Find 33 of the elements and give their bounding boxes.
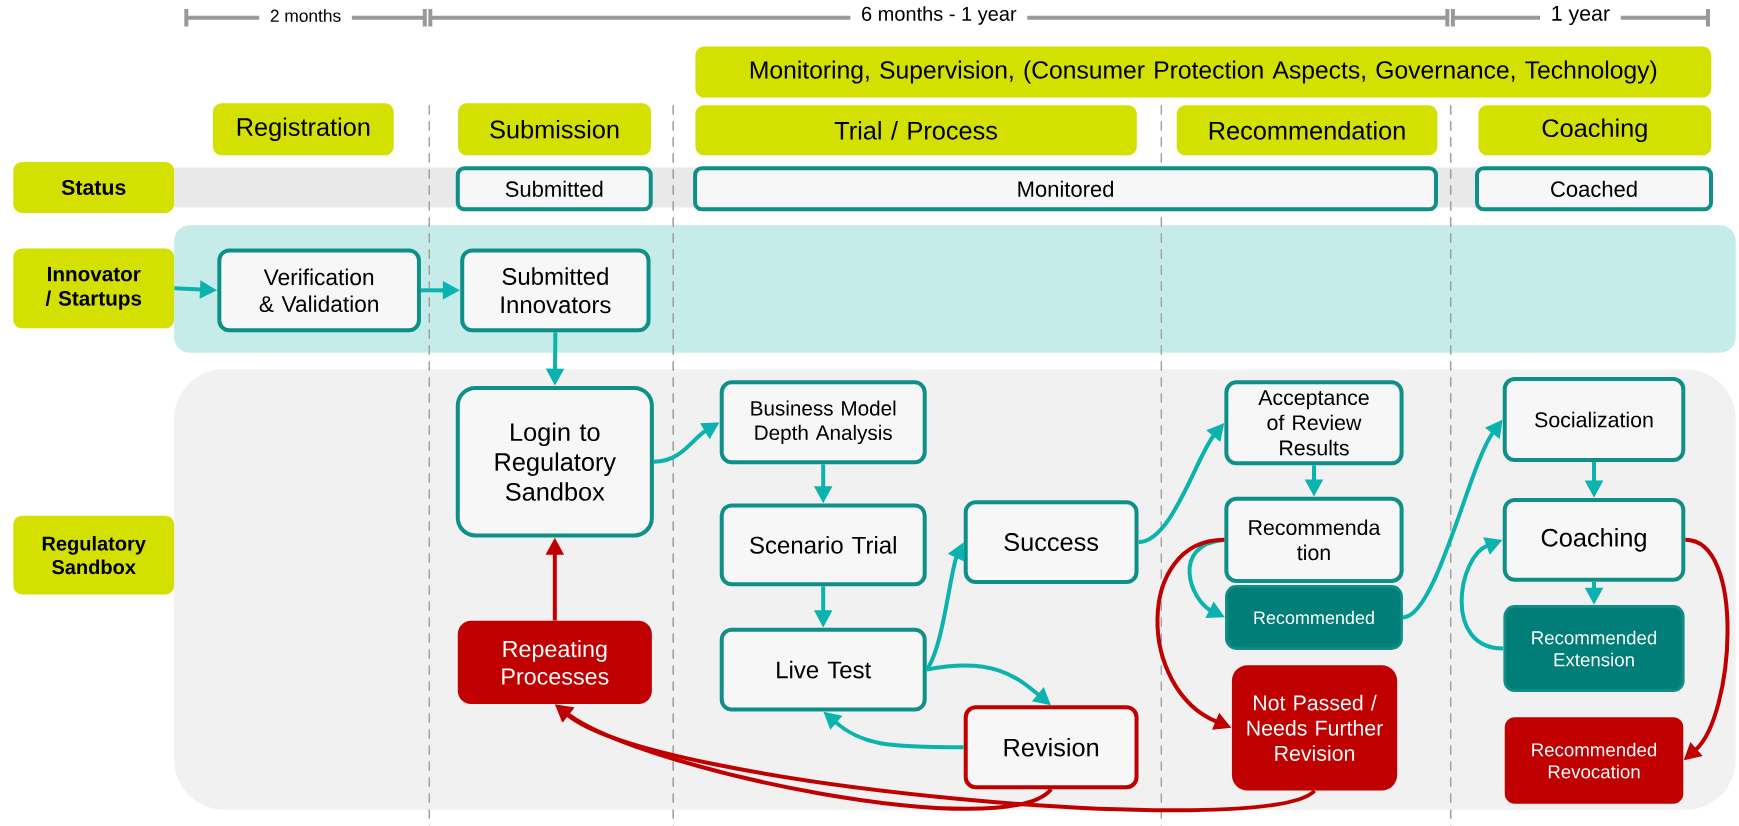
process-box: Recommenda tion: [1224, 496, 1404, 583]
process-box: Socialization: [1502, 376, 1686, 462]
process-box: Revision: [963, 705, 1139, 790]
phase-header: Registration: [212, 103, 394, 156]
lane-label: Innovator / Startups: [13, 248, 175, 329]
process-box: Success: [963, 500, 1139, 584]
status-box: Submitted: [455, 166, 653, 212]
phase-header: Trial / Process: [695, 105, 1137, 156]
process-box: Recommended: [1225, 584, 1403, 650]
duration-label: 2 months: [259, 5, 352, 26]
phase-header: Coaching: [1478, 105, 1712, 156]
status-box: Monitored: [693, 166, 1438, 212]
process-box: Not Passed / Needs Further Revision: [1231, 665, 1398, 791]
lane-label: Regulatory Sandbox: [13, 515, 175, 595]
duration-label: 6 months - 1 year: [850, 2, 1028, 29]
status-box: Coached: [1475, 166, 1714, 212]
phase-header: Submission: [458, 103, 651, 156]
phase-header: Recommendation: [1176, 105, 1438, 156]
process-box: Live Test: [719, 627, 927, 712]
process-box: Submitted Innovators: [460, 248, 651, 333]
lane-label: Status: [13, 161, 175, 213]
process-box: Recommended Extension: [1503, 604, 1685, 692]
process-box: Acceptance of Review Results: [1224, 380, 1404, 466]
process-box: Login to Regulatory Sandbox: [455, 385, 654, 538]
arrow: [1459, 537, 1504, 651]
duration-label: 1 year: [1540, 1, 1621, 29]
process-box: Coaching: [1502, 497, 1686, 582]
banner-box: Monitoring, Supervision, (Consumer Protection Aspects, Governance, Technology): [695, 46, 1712, 98]
process-box: Business Model Depth Analysis: [719, 380, 927, 465]
process-box: Recommended Revocation: [1504, 717, 1684, 804]
process-box: Verification & Validation: [217, 248, 421, 333]
process-box: Scenario Trial: [719, 503, 927, 587]
process-box: Repeating Processes: [457, 620, 652, 704]
